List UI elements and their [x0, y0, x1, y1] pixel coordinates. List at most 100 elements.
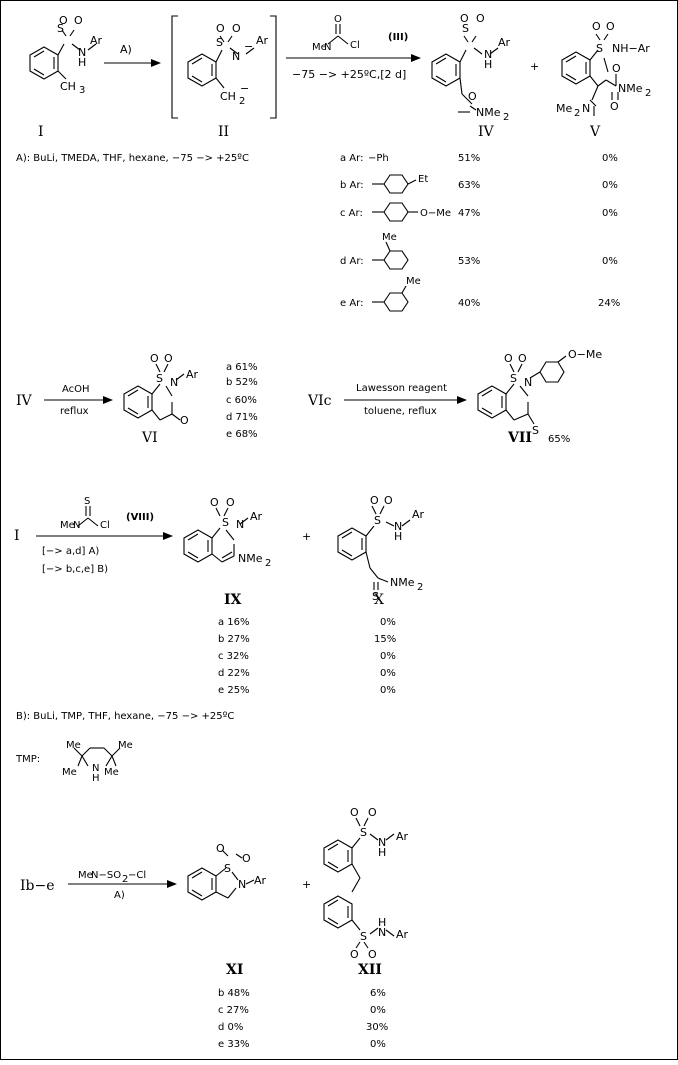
atom-Me: Me — [62, 767, 77, 778]
atom-CH3: CH — [60, 80, 76, 93]
compound-XII-structure — [323, 817, 395, 949]
compound-label-II: II — [218, 124, 229, 140]
atom-S: S — [84, 496, 90, 507]
row-c-tag: c Ar: — [340, 208, 363, 219]
atom-Me2: Me — [78, 870, 93, 881]
atom-Cl: Cl — [350, 40, 360, 51]
subscript-2: 2 — [122, 874, 128, 885]
plus-sign: + — [302, 878, 311, 891]
yield-VI-b: b 52% — [226, 377, 258, 388]
yield-IX-d: d 22% — [218, 668, 250, 679]
atom-O: O — [334, 14, 342, 25]
row-b-tag: b Ar: — [340, 180, 364, 191]
reagent-III-structure — [327, 24, 349, 45]
plus-sign: + — [530, 60, 539, 73]
atom-H: H — [378, 846, 386, 859]
charge-minus: − — [244, 40, 253, 53]
compound-label-XI: XI — [226, 962, 243, 978]
cond-toluene-reflux: toluene, reflux — [364, 406, 437, 417]
atom-O: O — [216, 22, 225, 35]
start-compound-IV: IV — [16, 393, 33, 409]
atom-S: S — [216, 36, 223, 49]
yield-IV-c: 47% — [458, 208, 480, 219]
atom-Me2: Me — [556, 102, 572, 115]
atom-Ar: Ar — [498, 36, 511, 49]
scheme-2 — [44, 355, 567, 425]
yield-IX-e: e 25% — [218, 685, 250, 696]
reagent-Me2NSO2Cl: N−SO — [91, 870, 121, 881]
compound-V-structure — [561, 33, 619, 116]
atom-N: N — [232, 50, 240, 63]
atom-N: N — [394, 520, 402, 533]
ar-e-m-tolyl — [372, 285, 409, 312]
atom-O: O — [612, 62, 621, 75]
atom-O: O — [210, 496, 219, 509]
atom-Me2: Me — [312, 42, 327, 53]
reagent-AcOH: AcOH — [62, 384, 90, 395]
scheme-4-text: Ib−e Me N−SO 2 −Cl A) S O O N Ar + S O O… — [20, 806, 409, 1050]
atom-O: O — [592, 20, 601, 33]
scheme-4 — [68, 817, 395, 949]
atom-O: O — [460, 12, 469, 25]
yield-XI-c: c 27% — [218, 1005, 249, 1016]
atom-N: N — [170, 376, 178, 389]
compound-I-structure — [29, 29, 97, 80]
atom-NMe2: NMe — [476, 106, 501, 119]
yield-X-e: 0% — [380, 685, 396, 696]
atom-H: H — [394, 530, 402, 543]
atom-O: O — [226, 496, 235, 509]
atom-S: S — [372, 590, 379, 603]
yield-IV-e: 40% — [458, 298, 480, 309]
atom-N: N — [582, 102, 590, 115]
yield-V-a: 0% — [602, 153, 618, 164]
scheme-1 — [29, 15, 619, 312]
atom-Ar: Ar — [396, 830, 409, 843]
atom-S: S — [532, 424, 539, 437]
atom-H: H — [378, 916, 386, 929]
atom-O: O — [216, 842, 225, 855]
compound-IV-structure — [431, 35, 499, 113]
atom-OMe: O−Me — [568, 348, 602, 361]
cond-b-c-e: [−> b,c,e] B) — [42, 564, 108, 575]
yield-V-b: 0% — [602, 180, 618, 191]
compound-II-structure — [171, 15, 277, 119]
yield-VI-a: a 61% — [226, 362, 258, 373]
compound-label-X: X — [374, 592, 384, 608]
atom-N: N — [524, 376, 532, 389]
atom-N: N — [236, 518, 244, 531]
atom-O: O — [610, 100, 619, 113]
subscript-2: 2 — [645, 88, 651, 99]
atom-N: N — [378, 836, 386, 849]
ar-b-ethylphenyl — [372, 174, 417, 194]
atom-NMe2: NMe — [390, 576, 415, 589]
atom-O: O — [476, 12, 485, 25]
reagent-VIII-label: (VIII) — [126, 512, 154, 523]
compound-IX-structure — [183, 507, 249, 563]
plus-sign: + — [302, 530, 311, 543]
atom-O: O — [164, 352, 173, 365]
atom-N: N — [378, 926, 386, 939]
subscript-2: 2 — [574, 108, 580, 119]
atom-O: O — [350, 806, 359, 819]
cond-reflux: reflux — [60, 406, 89, 417]
subscript-2: 2 — [503, 112, 509, 123]
atom-O: O — [59, 14, 68, 27]
start-compound-I: I — [14, 528, 20, 544]
yield-IV-a: 51% — [458, 153, 480, 164]
yield-IX-a: a 16% — [218, 617, 250, 628]
atom-O: O — [504, 352, 513, 365]
atom-S: S — [222, 516, 229, 529]
compound-VII-structure — [477, 355, 567, 425]
scheme-3-text: I S Me N Cl (VIII) [−> a,d] A) [−> b,c,e… — [14, 494, 425, 784]
atom-Me2: Me — [60, 520, 75, 531]
atom-NMe2: NMe — [238, 552, 263, 565]
yield-VI-e: e 68% — [226, 429, 258, 440]
atom-Ar: Ar — [396, 928, 409, 941]
yield-VI-c: c 60% — [226, 395, 257, 406]
atom-Et: Et — [418, 174, 428, 185]
atom-NMe2: NMe — [618, 82, 643, 95]
yield-XI-e: e 33% — [218, 1039, 250, 1050]
atom-O: O — [370, 494, 379, 507]
yield-VII: 65% — [548, 434, 570, 445]
